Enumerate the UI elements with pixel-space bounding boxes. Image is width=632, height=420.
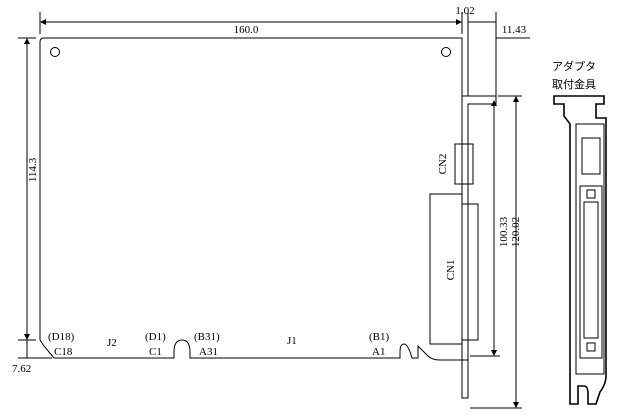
dim-bottom-offset-label: 7.62 [12, 363, 31, 375]
bracket-screw-bottom [586, 342, 596, 352]
arrow [513, 402, 519, 408]
label-a31: A31 [199, 346, 218, 358]
arrow [24, 334, 30, 340]
board-outline [39, 37, 463, 361]
mounting-hole-right [441, 47, 451, 57]
arrow [491, 350, 497, 356]
label-d1: (D1) [145, 331, 166, 343]
label-c1: C1 [149, 346, 162, 358]
label-j2: J2 [107, 337, 117, 349]
dim-outer-height-label: 120.02 [510, 217, 522, 247]
arrow [24, 38, 30, 44]
label-b1: (B1) [369, 331, 390, 343]
dim-inner-height-label: 100.33 [498, 216, 510, 247]
bracket-cn1-opening [579, 185, 603, 359]
cn2-label: CN2 [437, 154, 449, 175]
arrow [40, 19, 46, 25]
bracket-side-profile [461, 95, 497, 399]
cn2-connector [454, 143, 474, 185]
bracket-title-line1: アダプタ [552, 59, 596, 73]
cn1-label: CN1 [445, 260, 457, 281]
bracket-front-panel [575, 123, 605, 375]
label-a1: A1 [372, 346, 385, 358]
label-d18: (D18) [48, 331, 75, 343]
mounting-hole-left [50, 47, 60, 57]
label-c18: C18 [54, 346, 73, 358]
bracket-screw-top [586, 189, 596, 199]
bracket-title-line2: 取付金具 [552, 77, 596, 91]
label-j1: J1 [287, 335, 297, 347]
cn1-connector-flange [461, 203, 479, 341]
arrow [456, 19, 462, 25]
dim-bracket-width-label: 11.43 [502, 24, 527, 36]
bracket-front-outline [553, 95, 607, 405]
label-b31: (B31) [194, 331, 220, 343]
dim-width-label: 160.0 [234, 24, 259, 36]
dim-height-label: 114.3 [27, 157, 39, 182]
bracket-cn1-body [583, 201, 599, 339]
arrow [513, 96, 519, 102]
arrow [491, 100, 497, 106]
dim-bracket-offset-label: 1.02 [455, 5, 474, 17]
bracket-cn2-opening [581, 137, 601, 175]
